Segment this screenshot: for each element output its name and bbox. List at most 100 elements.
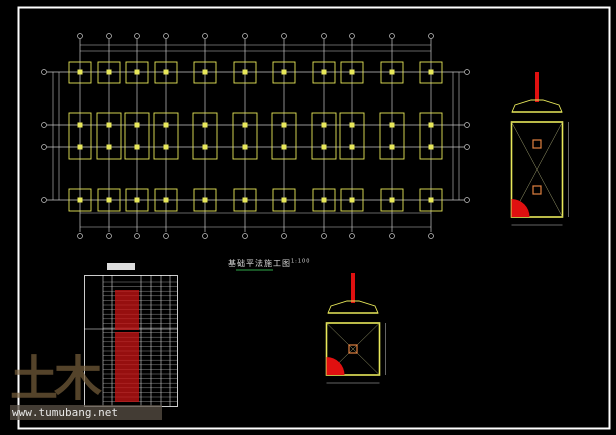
axis-bubble	[281, 33, 287, 39]
footing-outline	[233, 188, 257, 212]
column-marker	[428, 197, 434, 203]
column-marker	[349, 197, 355, 203]
footing-outline	[96, 112, 122, 160]
column-marker	[106, 197, 112, 203]
axis-bubble	[321, 233, 327, 239]
column-marker	[281, 144, 287, 150]
footing-outline	[419, 112, 443, 160]
column-marker	[349, 144, 355, 150]
column-marker	[163, 69, 169, 75]
drawing-title: 基础平法施工图1:100	[228, 258, 310, 269]
footing-outline	[312, 188, 336, 212]
axis-bubble	[321, 33, 327, 39]
watermark-logo: 土木	[10, 351, 102, 407]
axis-bubble	[464, 197, 470, 203]
column-marker	[389, 144, 395, 150]
footing-outline	[311, 112, 337, 160]
footing-outline	[339, 112, 365, 160]
axis-bubble	[428, 233, 434, 239]
detail-1-column	[532, 139, 542, 149]
column-marker	[202, 122, 208, 128]
footing-outline	[419, 61, 443, 84]
column-marker	[202, 69, 208, 75]
column-marker	[321, 197, 327, 203]
footing-outline	[68, 112, 92, 160]
column-marker	[281, 122, 287, 128]
axis-bubble	[202, 33, 208, 39]
column-marker	[349, 69, 355, 75]
column-marker	[428, 69, 434, 75]
rebar-table-title	[107, 263, 135, 270]
column-marker	[428, 122, 434, 128]
column-marker	[163, 122, 169, 128]
watermark-url: www.tumubang.net	[10, 405, 162, 420]
column-marker	[134, 197, 140, 203]
footing-outline	[125, 188, 149, 212]
detail-1-column	[532, 185, 542, 195]
footing-outline	[125, 61, 149, 84]
footing-outline	[154, 61, 178, 84]
footing-outline	[340, 61, 364, 84]
axis-bubble	[349, 33, 355, 39]
footing-outline	[380, 61, 404, 84]
axis-bubble	[77, 233, 83, 239]
axis-bubble	[202, 233, 208, 239]
footing-outline	[232, 112, 258, 160]
axis-bubble	[41, 69, 47, 75]
footing-outline	[97, 61, 121, 84]
column-marker	[242, 69, 248, 75]
footing-outline	[68, 61, 92, 84]
footing-outline	[312, 61, 336, 84]
column-marker	[106, 144, 112, 150]
column-marker	[389, 69, 395, 75]
axis-bubble	[77, 33, 83, 39]
footing-outline	[154, 188, 178, 212]
axis-bubble	[349, 233, 355, 239]
column-marker	[163, 197, 169, 203]
axis-bubble	[41, 197, 47, 203]
axis-bubble	[242, 33, 248, 39]
footing-outline	[419, 188, 443, 212]
column-marker	[134, 69, 140, 75]
column-marker	[77, 69, 83, 75]
column-marker	[321, 122, 327, 128]
column-marker	[281, 69, 287, 75]
column-marker	[242, 197, 248, 203]
axis-bubble	[242, 233, 248, 239]
column-marker	[106, 122, 112, 128]
footing-outline	[272, 61, 296, 84]
detail-1-rebar-hatch	[511, 199, 530, 217]
axis-bubble	[389, 33, 395, 39]
footing-outline	[271, 112, 297, 160]
footing-outline	[193, 61, 217, 84]
footing-outline	[68, 188, 92, 212]
axis-bubble	[106, 33, 112, 39]
footing-outline	[153, 112, 179, 160]
column-marker	[242, 122, 248, 128]
axis-bubble	[106, 233, 112, 239]
axis-bubble	[134, 33, 140, 39]
column-marker	[77, 122, 83, 128]
detail-2-rebar-hatch	[326, 357, 345, 375]
detail-2-column	[348, 344, 358, 354]
axis-bubble	[389, 233, 395, 239]
column-marker	[134, 144, 140, 150]
footing-outline	[233, 61, 257, 84]
footing-outline	[193, 188, 217, 212]
rebar-shape-cell	[115, 290, 139, 330]
column-marker	[321, 144, 327, 150]
axis-bubble	[134, 233, 140, 239]
column-marker	[389, 197, 395, 203]
column-marker	[77, 197, 83, 203]
axis-bubble	[281, 233, 287, 239]
axis-bubble	[41, 144, 47, 150]
column-marker	[321, 69, 327, 75]
column-marker	[77, 144, 83, 150]
drawing-title-text: 基础平法施工图	[228, 259, 291, 268]
axis-bubble	[163, 33, 169, 39]
footing-outline	[192, 112, 218, 160]
drawing-scale: 1:100	[291, 258, 311, 265]
axis-bubble	[41, 122, 47, 128]
footing-outline	[272, 188, 296, 212]
column-marker	[202, 197, 208, 203]
